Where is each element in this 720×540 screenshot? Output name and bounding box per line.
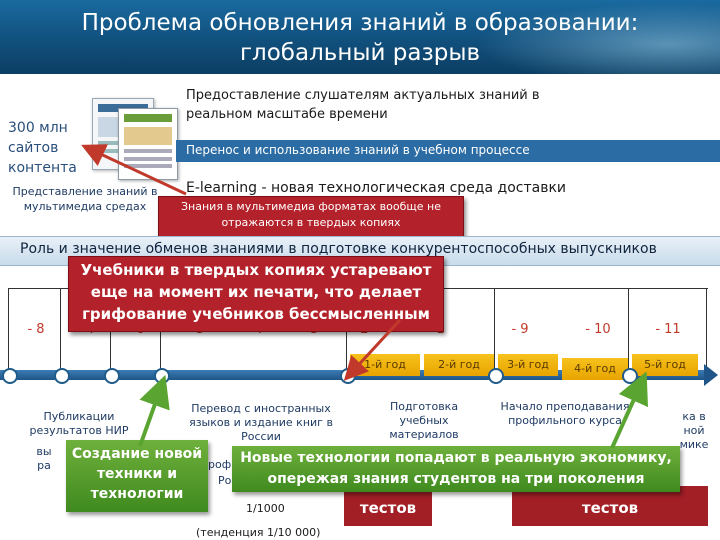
trend-label: (тенденция 1/10 000) bbox=[196, 526, 321, 539]
statement-transfer: Перенос и использование знаний в учебном… bbox=[186, 143, 530, 157]
header-glow bbox=[460, 0, 720, 74]
callout-new-tech: Новые технологии попадают в реальную эко… bbox=[232, 446, 680, 492]
timeline-dot bbox=[2, 368, 18, 384]
timeline-num: - 8 bbox=[27, 322, 45, 337]
tick bbox=[628, 288, 629, 370]
callout-multimedia-text: Знания в мультимедиа форматах вообще не … bbox=[181, 200, 441, 229]
title-bar: Проблема обновления знаний в образовании… bbox=[0, 0, 720, 74]
green-arrow-left bbox=[138, 374, 170, 447]
timeline-num: - 10 bbox=[585, 322, 611, 337]
callout-new-tech-text: Новые технологии попадают в реальную эко… bbox=[240, 450, 672, 487]
timeline-dot bbox=[622, 368, 638, 384]
year-4: 4-й год bbox=[562, 358, 628, 380]
timeline-dot bbox=[54, 368, 70, 384]
callout-textbooks-text: Учебники в твердых копиях устаревают еще… bbox=[80, 261, 432, 323]
timeline-arrowhead bbox=[704, 364, 718, 386]
slide-title: Проблема обновления знаний в образовании… bbox=[81, 10, 639, 66]
year-1: 1-й год bbox=[350, 354, 420, 376]
year-5: 5-й год bbox=[632, 354, 698, 376]
year-3: 3-й год bbox=[498, 354, 558, 376]
hidden-text-2: Ро bbox=[218, 474, 232, 487]
role-banner: Роль и значение обменов знаниями в подго… bbox=[20, 241, 657, 257]
statement-relevant: Предоставление слушателям актуальных зна… bbox=[186, 88, 540, 122]
statement-elearning: E-learning - новая технологическая среда… bbox=[186, 180, 567, 196]
timeline-num: - 9 bbox=[511, 322, 529, 337]
prep-label: Подготовка учебных материалов bbox=[389, 400, 459, 441]
ratio-label: 1/1000 bbox=[246, 502, 285, 515]
translation-label: Перевод с иностранных языков и издание к… bbox=[189, 402, 333, 443]
tick bbox=[60, 288, 61, 370]
sites-count: 300 млн сайтов контента bbox=[8, 120, 77, 176]
timeline-dot bbox=[104, 368, 120, 384]
tick bbox=[8, 288, 9, 370]
hidden-text-1: рофи bbox=[208, 458, 239, 471]
year-2: 2-й год bbox=[424, 354, 494, 376]
multimedia-label: Представление знаний в мультимедиа среда… bbox=[12, 185, 158, 213]
tests-right-label: тестов bbox=[581, 499, 639, 517]
callout-multimedia: Знания в мультимедиа форматах вообще не … bbox=[158, 196, 464, 238]
publications-tail: вы ра bbox=[36, 445, 52, 472]
timeline-dot bbox=[154, 368, 170, 384]
timeline-dot bbox=[340, 368, 356, 384]
transfer-bar bbox=[176, 140, 720, 162]
website-thumbnail-front bbox=[118, 108, 178, 180]
callout-textbooks: Учебники в твердых копиях устаревают еще… bbox=[68, 256, 444, 332]
right-edge-label: ка в ной мике bbox=[679, 410, 709, 451]
timeline-dot bbox=[488, 368, 504, 384]
tests-block-left: тестов bbox=[344, 486, 432, 526]
tick bbox=[494, 288, 495, 370]
start-label: Начало преподавания профильного курса bbox=[500, 400, 630, 427]
callout-create-tech: Создание новой техники и технологии bbox=[66, 440, 208, 512]
publications-label: Публикации результатов НИР bbox=[29, 410, 129, 437]
tests-left-label: тестов bbox=[359, 499, 417, 517]
tick bbox=[706, 288, 707, 370]
tests-block-right: тестов bbox=[512, 486, 708, 526]
timeline-num: - 11 bbox=[655, 322, 681, 337]
callout-create-tech-text: Создание новой техники и технологии bbox=[71, 446, 203, 502]
